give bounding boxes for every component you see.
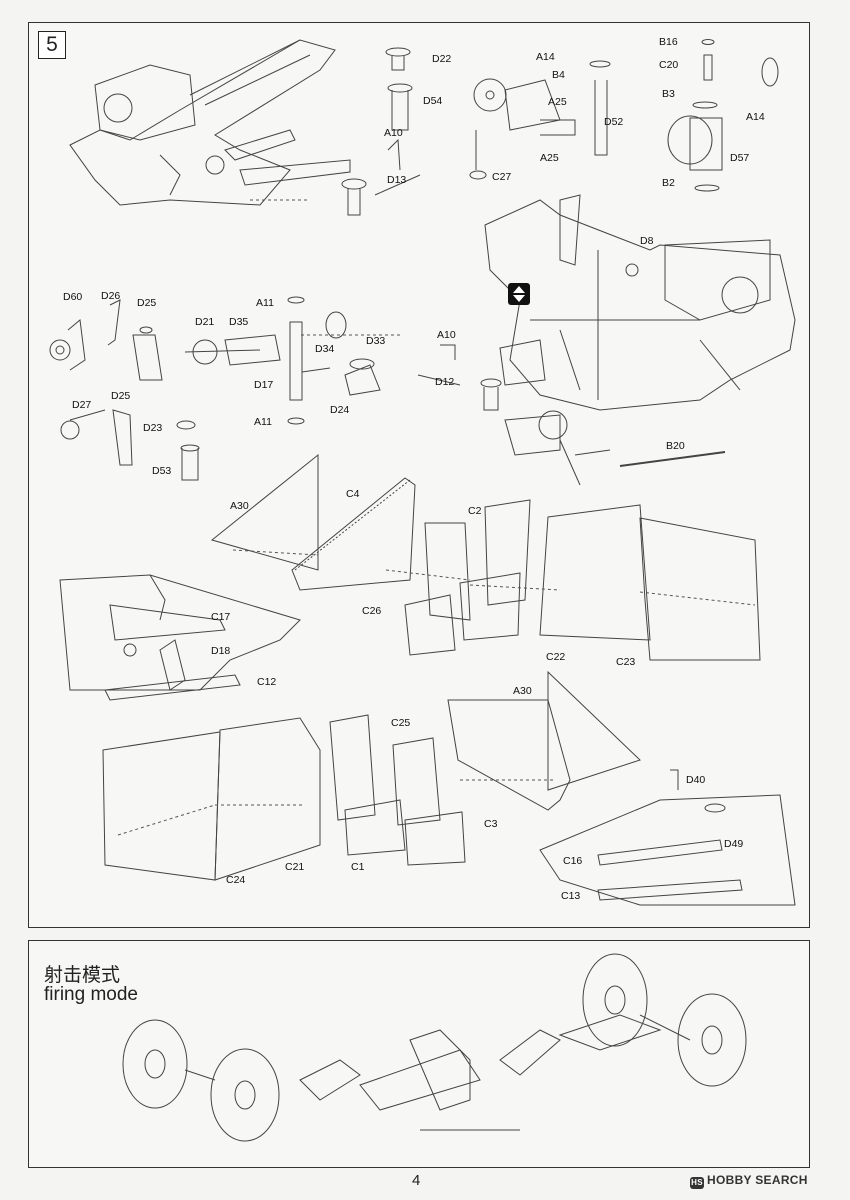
- part-label-d54: D54: [423, 95, 443, 107]
- part-label-d49: D49: [724, 838, 744, 850]
- part-label-c16: C16: [563, 855, 583, 867]
- step-number-badge: 5: [38, 31, 66, 59]
- firing-mode-drawing: [122, 953, 747, 1142]
- part-label-c22: C22: [546, 651, 566, 663]
- part-label-d57: D57: [730, 152, 750, 164]
- part-label-a14: A14: [536, 51, 555, 63]
- part-label-c2: C2: [468, 505, 482, 517]
- part-label-c13: C13: [561, 890, 581, 902]
- part-label-d23: D23: [143, 422, 163, 434]
- part-label-d60: D60: [63, 291, 83, 303]
- part-label-d26: D26: [101, 290, 121, 302]
- part-label-a25: A25: [540, 152, 559, 164]
- part-label-d21: D21: [195, 316, 215, 328]
- parts-a14-d52-drawing: [469, 39, 779, 192]
- part-label-c20: C20: [659, 59, 679, 71]
- part-label-b20: B20: [666, 440, 685, 452]
- page-number: 4: [412, 1172, 421, 1189]
- part-label-c12: C12: [257, 676, 277, 688]
- flip-arrows-icon: [508, 283, 530, 305]
- part-label-d52: D52: [604, 116, 624, 128]
- guide-lines-drawing: [117, 199, 756, 836]
- part-label-d25: D25: [111, 390, 131, 402]
- part-label-a14: A14: [746, 111, 765, 123]
- part-label-a30: A30: [230, 500, 249, 512]
- part-label-c3: C3: [484, 818, 498, 830]
- parts-d21-d35-drawing: [184, 296, 381, 425]
- part-label-a10: A10: [437, 329, 456, 341]
- part-label-a10: A10: [384, 127, 403, 139]
- part-label-d40: D40: [686, 774, 706, 786]
- part-label-c23: C23: [616, 656, 636, 668]
- part-label-d8: D8: [640, 235, 654, 247]
- part-label-d12: D12: [435, 376, 455, 388]
- parts-d60-d26-drawing: [49, 299, 163, 381]
- parts-d27-d25-drawing: [60, 409, 200, 481]
- part-label-c4: C4: [346, 488, 360, 500]
- watermark-text: HOBBY SEARCH: [707, 1173, 808, 1187]
- part-label-d17: D17: [254, 379, 274, 391]
- part-label-a30: A30: [513, 685, 532, 697]
- part-label-a25: A25: [548, 96, 567, 108]
- part-label-a11: A11: [254, 416, 272, 428]
- part-label-b3: B3: [662, 88, 675, 100]
- part-label-d33: D33: [366, 335, 386, 347]
- part-label-d34: D34: [315, 343, 335, 355]
- carriage-right-drawing: [484, 194, 796, 486]
- part-label-c17: C17: [211, 611, 231, 623]
- part-label-c21: C21: [285, 861, 305, 873]
- part-label-b16: B16: [659, 36, 678, 48]
- part-label-d25: D25: [137, 297, 157, 309]
- part-label-b2: B2: [662, 177, 675, 189]
- assembly-step-frame: [28, 22, 810, 928]
- part-label-c24: C24: [226, 874, 246, 886]
- part-label-d27: D27: [72, 399, 92, 411]
- firing-mode-title-en: firing mode: [44, 984, 138, 1005]
- part-label-d18: D18: [211, 645, 231, 657]
- part-label-d24: D24: [330, 404, 350, 416]
- part-label-d35: D35: [229, 316, 249, 328]
- part-label-c1: C1: [351, 861, 365, 873]
- part-label-b4: B4: [552, 69, 565, 81]
- part-label-c25: C25: [391, 717, 411, 729]
- hobby-search-logo-icon: HS: [690, 1177, 704, 1189]
- part-label-c27: C27: [492, 171, 512, 183]
- parts-a10-d12-drawing: [417, 339, 546, 411]
- shield-panels-row2-drawing: [102, 670, 796, 906]
- shield-panels-row1-drawing: [59, 453, 761, 701]
- part-label-d13: D13: [387, 174, 407, 186]
- firing-mode-title-cn: 射击模式: [44, 965, 121, 986]
- part-label-d53: D53: [152, 465, 172, 477]
- parts-d22-d54-drawing: [341, 47, 421, 216]
- part-label-d22: D22: [432, 53, 452, 65]
- part-label-a11: A11: [256, 297, 274, 309]
- part-label-c26: C26: [362, 605, 382, 617]
- carriage-top-left-drawing: [69, 39, 351, 206]
